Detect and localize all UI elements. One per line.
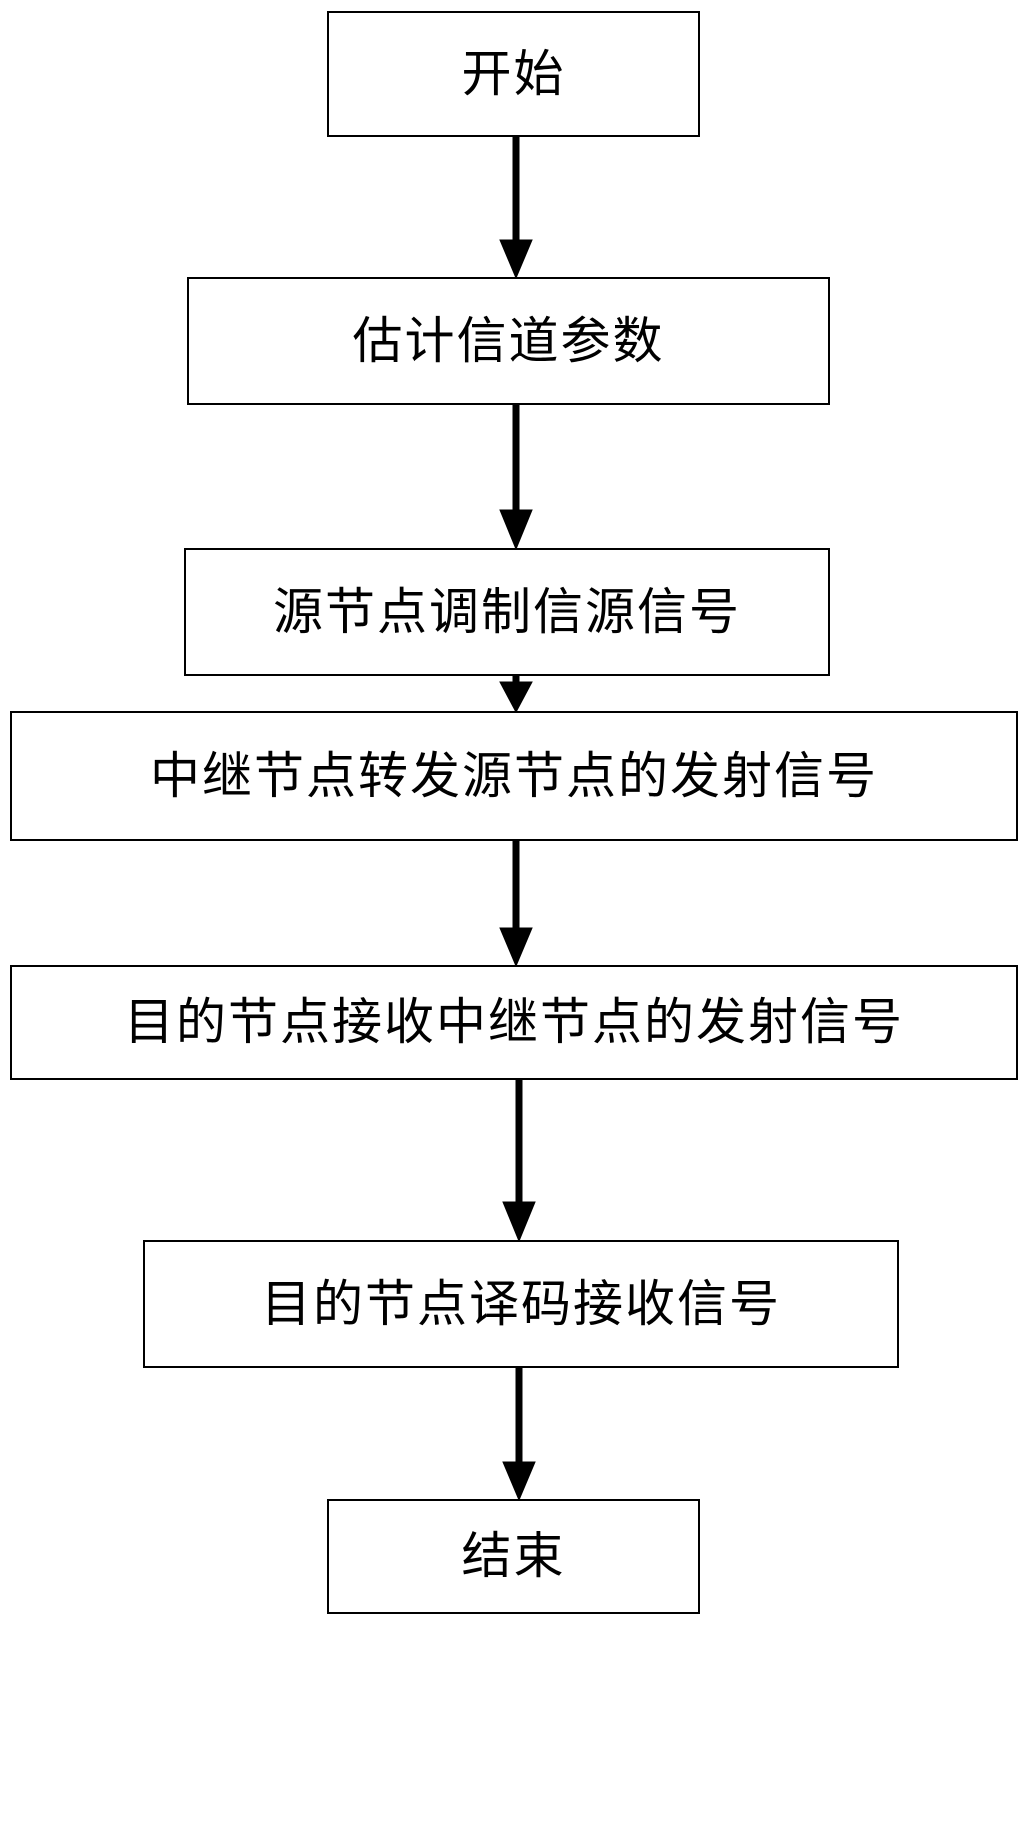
flow-node-start[interactable]: 开始 bbox=[327, 11, 700, 137]
connector-destination-receive-to-destination-decode bbox=[502, 1080, 536, 1243]
connector-start-to-estimate-channel bbox=[499, 137, 533, 280]
flow-node-destination-decode-label: 目的节点译码接收信号 bbox=[261, 1274, 781, 1333]
connector-source-modulate-to-relay-forward bbox=[499, 676, 533, 714]
flow-node-relay-forward[interactable]: 中继节点转发源节点的发射信号 bbox=[10, 711, 1018, 841]
flow-node-start-label: 开始 bbox=[461, 44, 566, 103]
flow-node-estimate-channel-label: 估计信道参数 bbox=[352, 311, 665, 370]
flow-node-relay-forward-label: 中继节点转发源节点的发射信号 bbox=[150, 746, 878, 805]
flow-node-end-label: 结束 bbox=[461, 1527, 566, 1585]
flow-node-source-modulate-label: 源节点调制信源信号 bbox=[273, 582, 741, 641]
flow-node-destination-receive-label: 目的节点接收中继节点的发射信号 bbox=[124, 993, 904, 1051]
flow-node-destination-decode[interactable]: 目的节点译码接收信号 bbox=[143, 1240, 899, 1368]
connector-destination-decode-to-end bbox=[502, 1368, 536, 1502]
connector-estimate-channel-to-source-modulate bbox=[499, 405, 533, 551]
connector-relay-forward-to-destination-receive bbox=[499, 841, 533, 968]
flow-node-source-modulate[interactable]: 源节点调制信源信号 bbox=[184, 548, 830, 676]
flow-node-end[interactable]: 结束 bbox=[327, 1499, 700, 1614]
flow-node-destination-receive[interactable]: 目的节点接收中继节点的发射信号 bbox=[10, 965, 1018, 1080]
flow-node-estimate-channel[interactable]: 估计信道参数 bbox=[187, 277, 830, 405]
